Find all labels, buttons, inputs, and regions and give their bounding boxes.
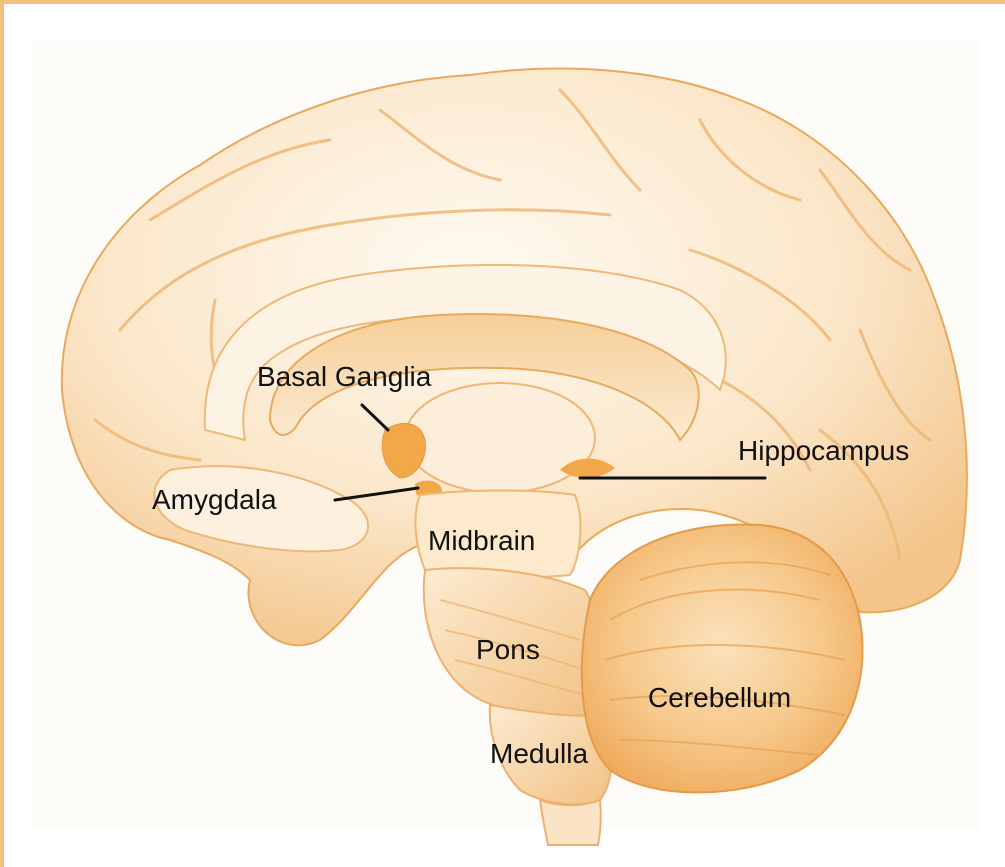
label-amygdala: Amygdala (152, 486, 277, 514)
label-cerebellum: Cerebellum (648, 684, 791, 712)
cerebellum (582, 524, 863, 792)
label-medulla: Medulla (490, 740, 588, 768)
spinal-cord (540, 800, 601, 845)
label-midbrain: Midbrain (428, 527, 535, 555)
label-pons: Pons (476, 636, 540, 664)
label-hippocampus: Hippocampus (738, 437, 909, 465)
thalamus (405, 383, 595, 493)
label-basal-ganglia: Basal Ganglia (257, 363, 431, 391)
